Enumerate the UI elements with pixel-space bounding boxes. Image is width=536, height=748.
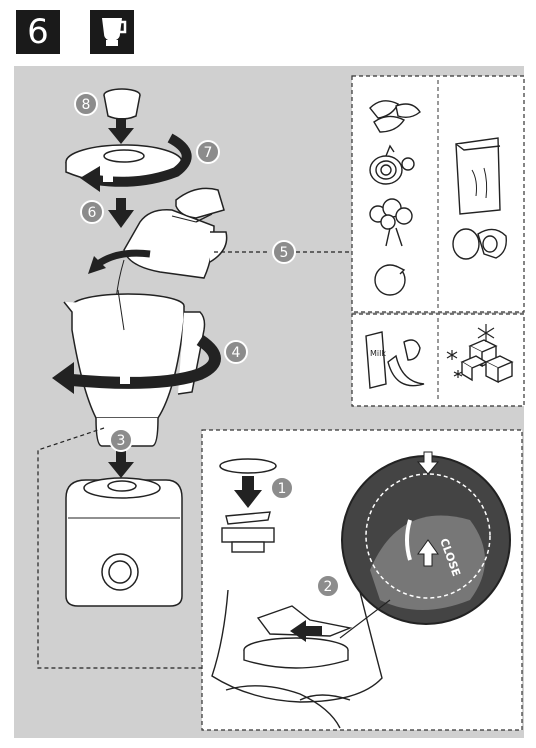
down-arrow-8 — [108, 118, 134, 144]
svg-text:2: 2 — [324, 579, 333, 595]
svg-text:1: 1 — [278, 481, 287, 497]
svg-text:8: 8 — [82, 97, 91, 113]
callout-1: 1 — [271, 477, 293, 499]
svg-text:4: 4 — [232, 345, 241, 361]
blender-jar — [64, 290, 205, 446]
svg-text:6: 6 — [88, 205, 97, 221]
callout-8: 8 — [75, 93, 97, 115]
down-arrow-3 — [108, 450, 134, 478]
callout-3: 3 — [110, 429, 132, 451]
callout-6: 6 — [81, 201, 103, 223]
svg-text:7: 7 — [204, 145, 213, 161]
tomato-icon — [375, 265, 405, 295]
grain-bag-icon — [456, 138, 500, 214]
milk-carton-icon: Milk — [366, 332, 386, 388]
svg-text:5: 5 — [280, 245, 289, 261]
motor-base — [66, 478, 182, 606]
magnified-detail: CLOSE — [342, 456, 510, 624]
down-arrow-6 — [108, 198, 134, 228]
svg-text:3: 3 — [117, 433, 126, 449]
callout-4: 4 — [225, 341, 247, 363]
callout-2: 2 — [317, 575, 339, 597]
callout-5: 5 — [273, 241, 295, 263]
measuring-cup — [104, 89, 140, 119]
pouring-jug — [116, 188, 227, 300]
callout-7: 7 — [197, 141, 219, 163]
milk-label: Milk — [370, 349, 386, 358]
